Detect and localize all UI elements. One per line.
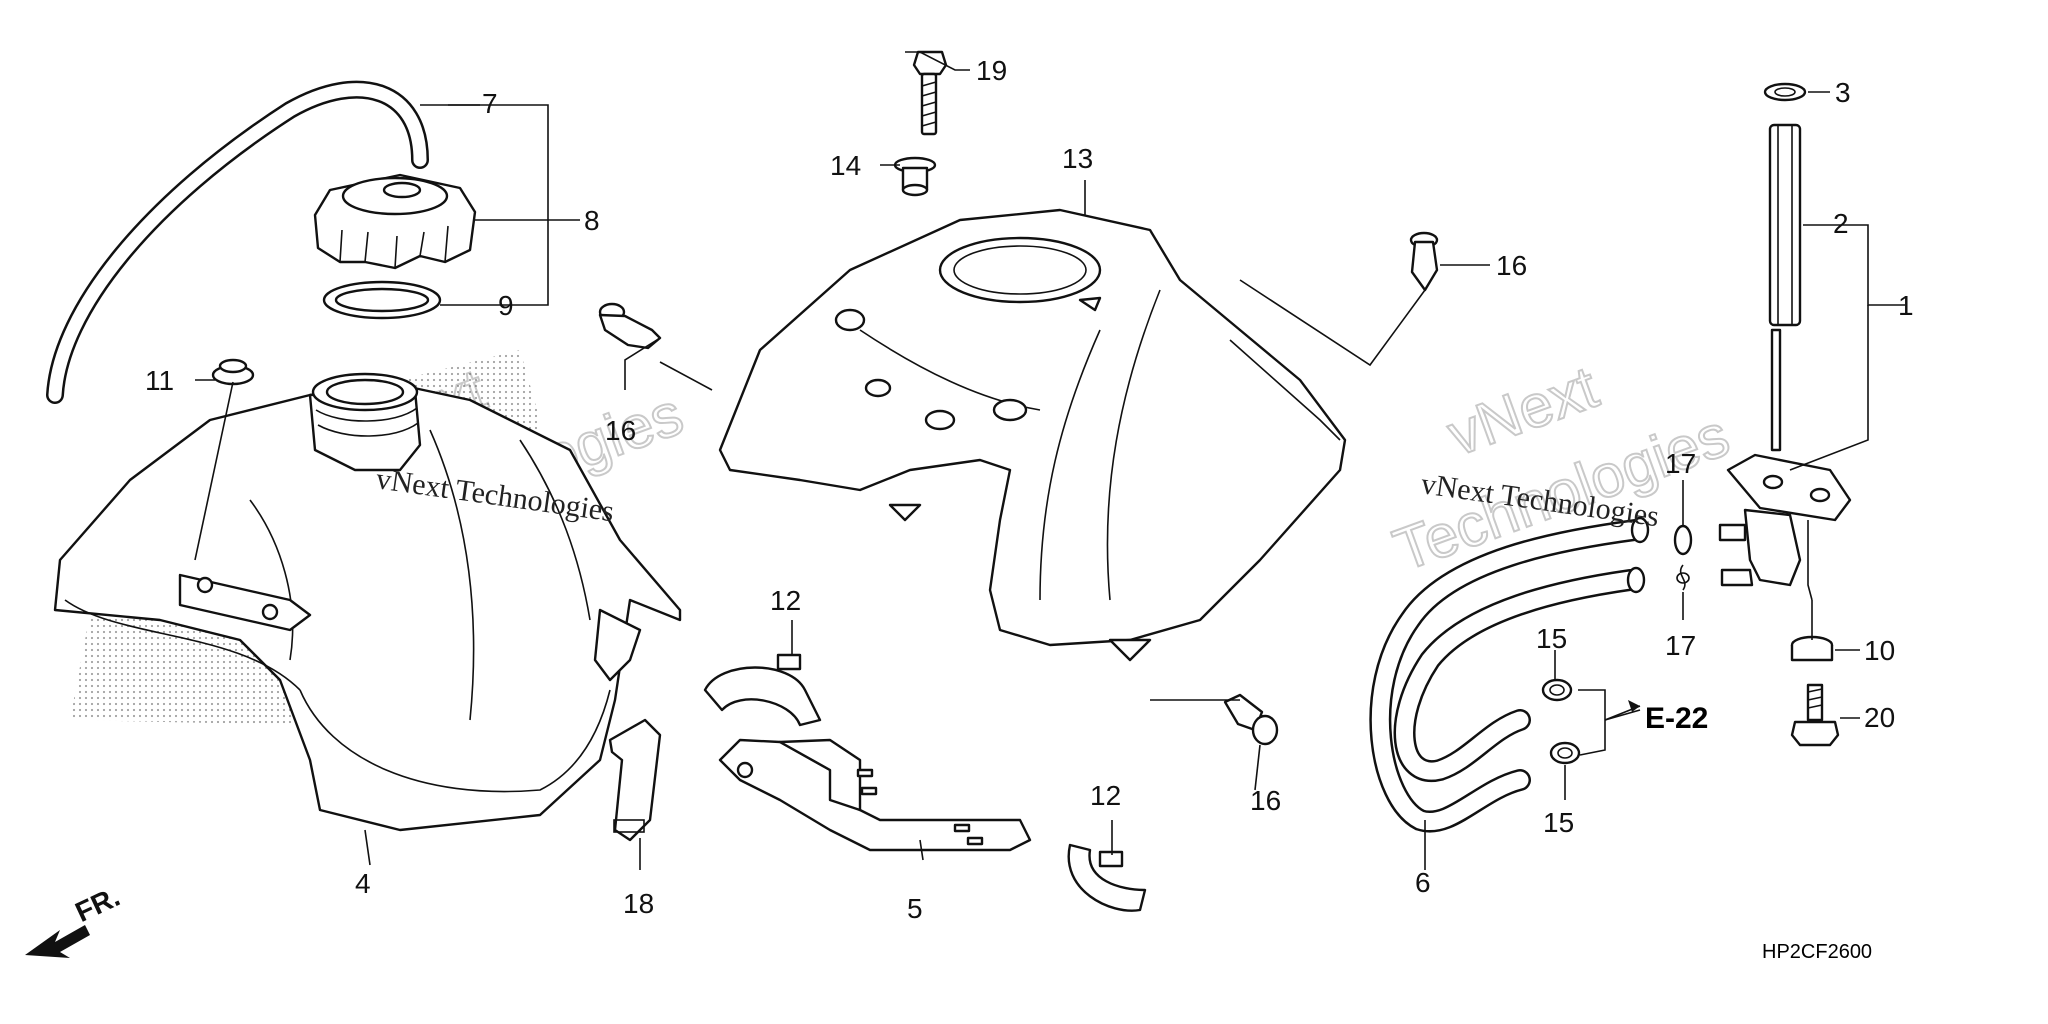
front-label: FR.: [71, 881, 125, 928]
cap-gasket: [322, 280, 442, 320]
hose-clip-15-lower: [1549, 741, 1581, 765]
callout-4: 4: [355, 868, 371, 899]
clip-16-bottom: [1223, 693, 1279, 746]
breather-tube: [48, 83, 427, 402]
callout-6: 6: [1415, 867, 1431, 898]
section-reference: E-22: [1645, 702, 1708, 735]
callout-11: 11: [145, 365, 174, 396]
callout-7: 7: [482, 88, 498, 119]
callout-3: 3: [1835, 77, 1851, 108]
callout-20: 20: [1864, 702, 1895, 733]
clip-17: [1676, 564, 1690, 591]
callout-10: 10: [1864, 635, 1895, 666]
o-ring-17: [1673, 524, 1693, 556]
callout-9: 9: [498, 290, 514, 321]
callout-5: 5: [907, 893, 923, 924]
callout-12-upper: 12: [770, 585, 801, 616]
callout-19: 19: [976, 55, 1007, 86]
clip-16-left: [598, 302, 662, 350]
fuel-hoses: [1369, 516, 1650, 833]
callout-16-left: 16: [605, 415, 636, 446]
clip-16-top: [1409, 231, 1439, 292]
fuel-tank: [53, 372, 682, 832]
screw-20: [1790, 683, 1840, 747]
reference-arrow: [1604, 700, 1641, 721]
callout-8: 8: [584, 205, 600, 236]
band-12-upper: [703, 653, 822, 727]
band-12-lower: [1067, 843, 1147, 912]
washer-10: [1790, 635, 1834, 662]
diagram-code: HP2CF2600: [1762, 941, 1872, 963]
callout-15-lower: 15: [1543, 807, 1574, 838]
fuel-cap: [313, 173, 477, 270]
callout-18: 18: [623, 888, 654, 919]
callout-17-upper: 17: [1665, 448, 1696, 479]
callout-14: 14: [830, 150, 861, 181]
hose-clip-15-upper: [1541, 678, 1573, 702]
collar-14: [893, 156, 937, 197]
strap-18: [608, 718, 662, 842]
callout-16-right: 16: [1496, 250, 1527, 281]
bolt-19: [912, 50, 948, 136]
front-direction-arrow-icon: [25, 925, 90, 958]
tank-shroud: [718, 208, 1347, 662]
grommet: [211, 358, 255, 386]
callout-12-lower: 12: [1090, 780, 1121, 811]
bracket-5: [718, 738, 1032, 852]
callout-1: 1: [1898, 290, 1914, 321]
callout-2: 2: [1833, 208, 1849, 239]
callout-15-upper: 15: [1536, 623, 1567, 654]
leader-lines: [194, 51, 1905, 870]
callout-16-bottom: 16: [1250, 785, 1281, 816]
callout-13: 13: [1062, 143, 1093, 174]
fuel-valve: [1718, 82, 1852, 601]
callout-17-lower: 17: [1665, 630, 1696, 661]
